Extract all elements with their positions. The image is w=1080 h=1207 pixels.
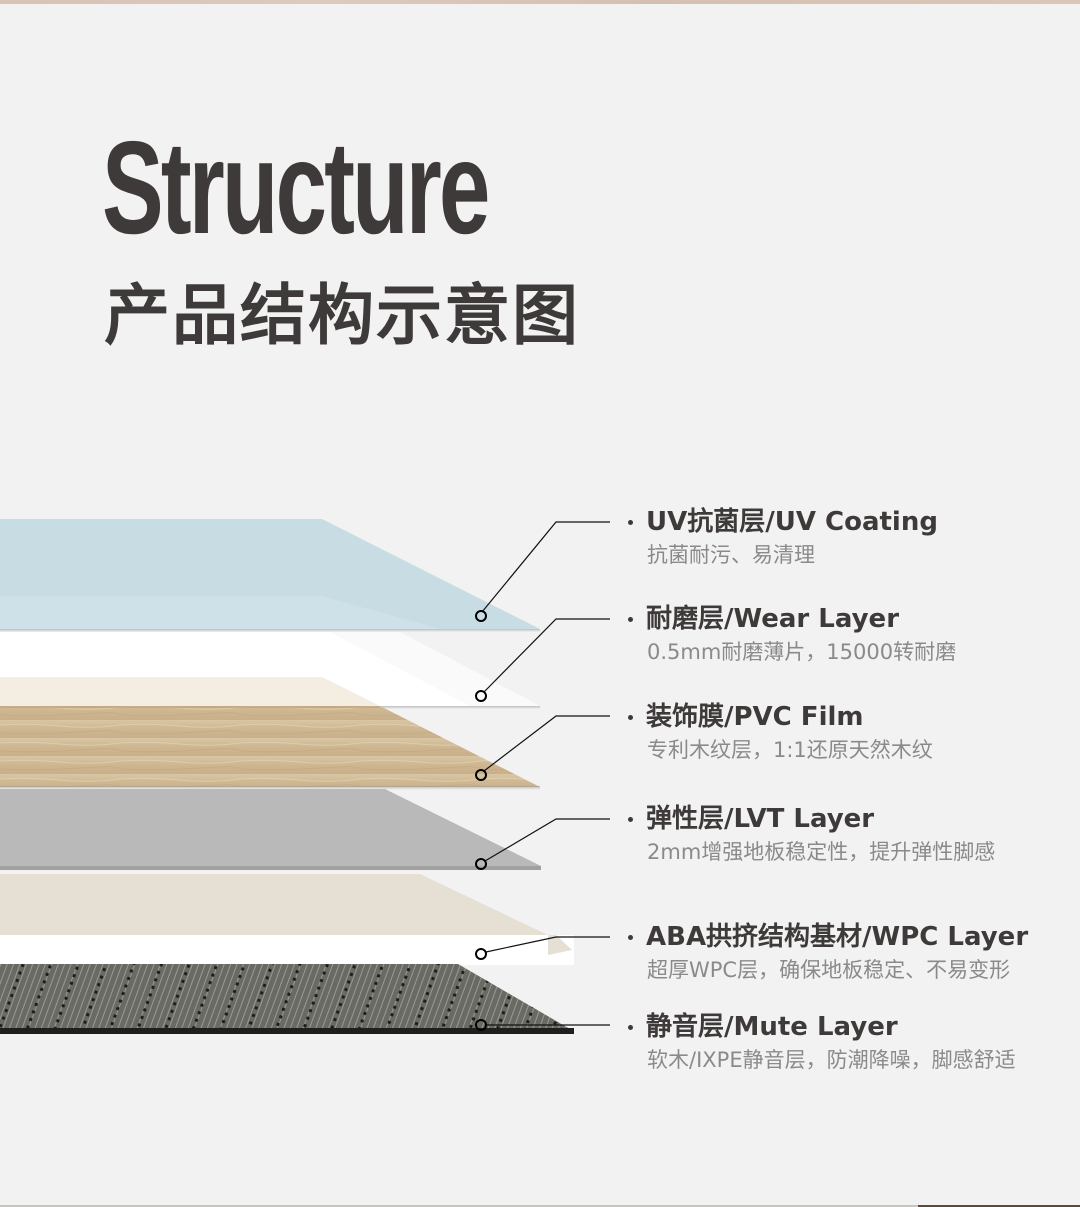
bullet-dot-icon <box>628 816 633 822</box>
callout-pvc <box>475 715 610 781</box>
layer-title: 装饰膜/PVC Film <box>646 702 864 732</box>
layer-label-wpc: ABA拱挤结构基材/WPC Layer 超厚WPC层，确保地板稳定、不易变形 <box>622 921 1028 983</box>
pvc-film-layer-graphic <box>0 706 540 790</box>
layer-title: 弹性层/LVT Layer <box>646 804 875 834</box>
page-title-english: Structure <box>102 114 490 261</box>
bullet-dot-icon <box>628 714 633 720</box>
layer-description: 专利木纹层，1:1还原天然木纹 <box>647 738 933 762</box>
layer-label-uv: UV抗菌层/UV Coating 抗菌耐污、易清理 <box>622 506 938 568</box>
bullet-dot-icon <box>628 934 633 940</box>
layer-title: 静音层/Mute Layer <box>646 1012 898 1042</box>
layer-label-pvc: 装饰膜/PVC Film 专利木纹层，1:1还原天然木纹 <box>622 701 933 763</box>
marker-circle-icon <box>475 1019 487 1031</box>
layer-label-lvt: 弹性层/LVT Layer 2mm增强地板稳定性，提升弹性脚感 <box>622 803 995 865</box>
bullet-dot-icon <box>628 519 633 525</box>
mute-layer-graphic <box>0 964 574 1034</box>
uv-coating-layer-graphic <box>0 519 540 632</box>
lvt-layer-graphic <box>0 789 541 870</box>
marker-circle-icon <box>475 858 487 870</box>
marker-circle-icon <box>475 690 487 702</box>
layer-description: 2mm增强地板稳定性，提升弹性脚感 <box>647 840 996 864</box>
layer-description: 超厚WPC层，确保地板稳定、不易变形 <box>647 958 1011 982</box>
layer-title: ABA拱挤结构基材/WPC Layer <box>646 922 1029 952</box>
marker-circle-icon <box>475 948 487 960</box>
layer-label-wear: 耐磨层/Wear Layer 0.5mm耐磨薄片，15000转耐磨 <box>622 603 956 665</box>
layer-description: 抗菌耐污、易清理 <box>647 543 815 567</box>
page-title-chinese: 产品结构示意图 <box>104 277 580 354</box>
marker-circle-icon <box>475 610 487 622</box>
bottom-decorative-strip <box>0 1205 1080 1207</box>
layer-description: 软木/IXPE静音层，防潮降噪，脚感舒适 <box>647 1048 1016 1072</box>
bullet-dot-icon <box>628 1024 633 1030</box>
layer-title: 耐磨层/Wear Layer <box>646 604 900 634</box>
top-decorative-strip <box>0 0 1080 4</box>
wear-layer-graphic <box>0 632 540 709</box>
callout-uv <box>475 521 610 622</box>
callout-mute <box>475 1019 610 1031</box>
layer-label-mute: 静音层/Mute Layer 软木/IXPE静音层，防潮降噪，脚感舒适 <box>622 1011 1016 1073</box>
layer-title: UV抗菌层/UV Coating <box>646 507 938 537</box>
callout-wear <box>475 618 610 702</box>
layer-description: 0.5mm耐磨薄片，15000转耐磨 <box>647 640 957 664</box>
callout-wpc <box>475 936 610 960</box>
callout-lvt <box>475 818 610 870</box>
marker-circle-icon <box>475 769 487 781</box>
bullet-dot-icon <box>628 616 633 622</box>
